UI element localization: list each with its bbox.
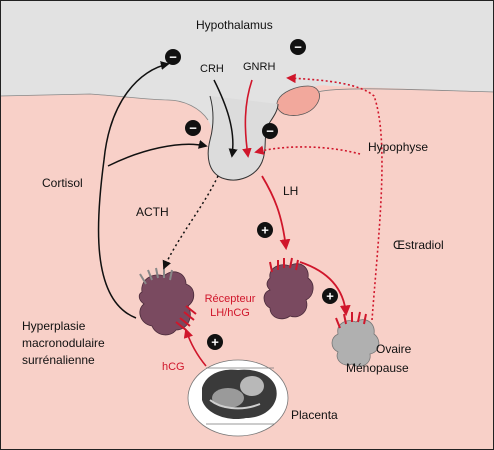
label-hyperplasie: Hyperplasie macronodulaire surrénalienne — [22, 318, 105, 369]
label-ovaire: Ovaire — [376, 342, 412, 356]
pituitary-gland — [207, 95, 279, 181]
label-crh: CRH — [200, 63, 224, 75]
oestradiol-feedback-to-pituitary — [254, 145, 361, 155]
label-menopause: Ménopause — [346, 361, 409, 375]
label-acth: ACTH — [136, 205, 169, 219]
label-recepteur-line2: LH/hCG — [210, 307, 250, 319]
plus-circle-icon: + — [257, 222, 273, 238]
plus-sign: + — [261, 223, 269, 238]
minus-circle-icon: − — [262, 123, 278, 139]
minus-sign: − — [294, 40, 302, 55]
minus-circle-icon: − — [165, 49, 181, 65]
lh-arrow — [261, 175, 291, 251]
hypothalamus-region — [0, 0, 494, 173]
adrenal-receptor-gray — [139, 267, 173, 285]
acth-arrow — [162, 175, 219, 270]
hypothalamus-border — [0, 88, 494, 121]
plus-sign: + — [211, 335, 219, 350]
gnrh-arrow — [242, 79, 253, 158]
label-hcg: hCG — [162, 361, 185, 373]
label-cortisol: Cortisol — [42, 176, 83, 190]
pituitary-anterior — [276, 85, 320, 116]
minus-sign: − — [266, 124, 274, 139]
label-hypothalamus: Hypothalamus — [196, 18, 273, 32]
ovary — [331, 319, 380, 367]
label-lh: LH — [283, 184, 299, 198]
label-oestradiol: Œstradiol — [393, 238, 444, 252]
label-placenta: Placenta — [291, 408, 338, 422]
adrenal-receptor-red — [175, 305, 197, 331]
label-hyperplasie-line1: Hyperplasie — [22, 319, 86, 333]
minus-circle-icon: − — [185, 120, 201, 136]
label-gnrh: GNRH — [243, 61, 276, 73]
minus-sign: − — [169, 50, 177, 65]
lh-to-ovary-arrow — [299, 261, 351, 317]
tissue-receptor-red — [269, 257, 299, 273]
label-hyperplasie-line2: macronodulaire — [22, 336, 105, 350]
plus-circle-icon: + — [322, 288, 338, 304]
label-hypophyse: Hypophyse — [368, 140, 429, 154]
minus-sign: − — [189, 121, 197, 136]
crh-arrow — [213, 79, 238, 158]
label-recepteur: Récepteur LH/hCG — [200, 292, 260, 320]
hcg-arrow — [183, 328, 207, 367]
cortisol-arrow-to-hypothalamus — [97, 61, 170, 319]
plus-sign: + — [326, 289, 334, 304]
label-recepteur-line1: Récepteur — [204, 293, 256, 305]
plus-circle-icon: + — [207, 334, 223, 350]
cortisol-arrow-to-pituitary — [107, 140, 208, 167]
fetus-ultrasound-icon — [202, 367, 277, 425]
target-tissue-purple — [263, 263, 314, 320]
ovary-receptor-red — [335, 311, 367, 329]
label-hyperplasie-line3: surrénalienne — [22, 353, 95, 367]
minus-circle-icon: − — [290, 39, 306, 55]
